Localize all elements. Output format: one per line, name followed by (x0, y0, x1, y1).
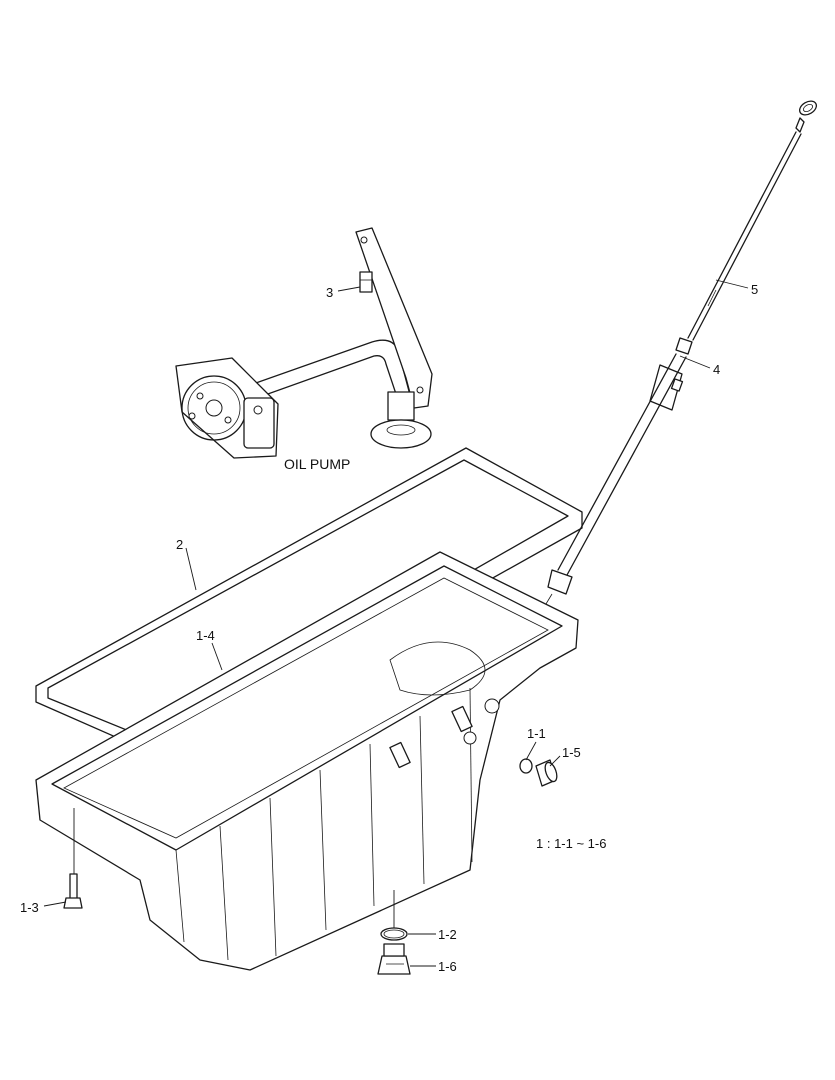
label-part-1-5: 1-5 (562, 745, 581, 760)
drain-plug-1-6 (377, 943, 411, 975)
o-ring-1-2 (380, 927, 408, 941)
oil-pan (35, 551, 579, 971)
label-part-4: 4 (713, 362, 721, 377)
label-part-1-6: 1-6 (438, 959, 457, 974)
oil-pump-assembly (175, 227, 433, 459)
label-part-1-2: 1-2 (438, 927, 457, 942)
label-part-5: 5 (751, 282, 759, 297)
label-part-1-3: 1-3 (20, 900, 39, 915)
assembly-note: 1 : 1-1 ~ 1-6 (536, 836, 607, 851)
leader-lines (43, 279, 749, 967)
label-part-1-1: 1-1 (527, 726, 546, 741)
bolt-1-3 (63, 873, 83, 909)
label-oil-pump: OIL PUMP (284, 456, 351, 472)
dipstick-part (687, 100, 818, 341)
washer-1-1 (519, 758, 533, 774)
label-part-3: 3 (326, 285, 334, 300)
label-part-2: 2 (176, 537, 184, 552)
dipstick-guide-tube (487, 337, 693, 701)
label-part-1-4: 1-4 (196, 628, 215, 643)
plug-1-5 (535, 759, 558, 787)
